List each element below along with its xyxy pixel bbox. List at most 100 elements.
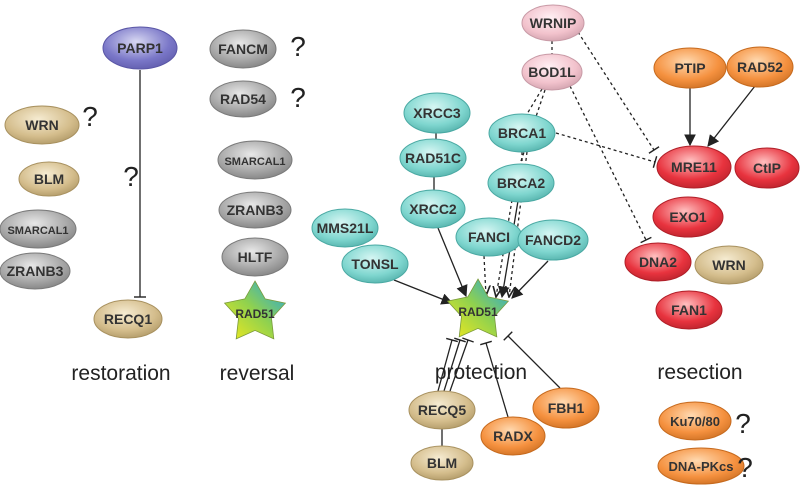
- node-xrcc2[interactable]: XRCC2: [400, 189, 466, 229]
- node-brca1[interactable]: BRCA1: [488, 113, 556, 153]
- node-radx[interactable]: RADX: [480, 416, 546, 456]
- node-shape: [656, 145, 732, 189]
- edge-recq5-rad51-c-inhibit-bar: [462, 337, 474, 343]
- star-rad51-reversal[interactable]: RAD51: [223, 280, 287, 340]
- node-label: RADX: [493, 428, 533, 444]
- node-shape: [653, 47, 727, 89]
- section-label-resection: resection: [657, 361, 742, 384]
- node-exo1[interactable]: EXO1: [652, 196, 724, 238]
- interaction-edges: [134, 31, 756, 446]
- node-mre11[interactable]: MRE11: [656, 145, 732, 189]
- node-smarcal1-l[interactable]: SMARCAL1: [0, 209, 77, 249]
- node-label: RECQ1: [104, 311, 152, 327]
- node-label: HLTF: [238, 249, 273, 265]
- node-rad54[interactable]: RAD54: [209, 80, 277, 118]
- node-shape: [4, 105, 80, 145]
- node-ku7080[interactable]: Ku70/80: [658, 401, 732, 441]
- edge-fbh1-rad51-inhibit-bar: [503, 331, 513, 341]
- node-shape: [694, 245, 764, 285]
- node-xrcc3[interactable]: XRCC3: [403, 92, 471, 134]
- node-dnapkcs[interactable]: DNA-PKcs: [657, 447, 745, 485]
- node-shape: [399, 138, 467, 178]
- node-label: WRN: [712, 257, 745, 273]
- node-fancd2[interactable]: FANCD2: [517, 219, 589, 261]
- edge-recq5-rad51-a-inhibit-bar: [446, 337, 458, 343]
- edge-radx-rad51: [485, 342, 509, 418]
- edge-bod1l-dna2: [569, 85, 647, 241]
- node-blm-l[interactable]: BLM: [18, 161, 80, 197]
- node-shape: [218, 191, 292, 229]
- node-shape: [102, 26, 178, 70]
- edge-bod1l-brca2: [519, 89, 546, 165]
- question-mark-q-blm: ?: [123, 161, 139, 192]
- node-bod1l[interactable]: BOD1L: [521, 53, 583, 91]
- node-wrnip[interactable]: WRNIP: [521, 4, 585, 42]
- node-fancm[interactable]: FANCM: [209, 29, 277, 69]
- node-zranb3-r[interactable]: ZRANB3: [218, 191, 292, 229]
- node-label: ZRANB3: [7, 263, 64, 279]
- node-hltf[interactable]: HLTF: [221, 237, 289, 277]
- node-label: FANCI: [468, 229, 510, 245]
- node-recq5[interactable]: RECQ5: [408, 390, 476, 430]
- node-label: XRCC2: [409, 201, 457, 217]
- node-label: XRCC3: [413, 105, 461, 121]
- question-mark-q-ku: ?: [735, 408, 751, 439]
- star-rad51-protection[interactable]: RAD51: [446, 278, 510, 338]
- node-dna2[interactable]: DNA2: [624, 242, 692, 282]
- node-recq1[interactable]: RECQ1: [93, 299, 163, 339]
- node-label: WRNIP: [530, 15, 577, 31]
- node-label: SMARCAL1: [224, 156, 285, 168]
- node-shape: [480, 416, 546, 456]
- node-shape: [657, 447, 745, 485]
- node-fbh1[interactable]: FBH1: [532, 387, 600, 429]
- node-label: RECQ5: [418, 402, 466, 418]
- node-label: RAD51C: [405, 150, 461, 166]
- edge-recq5-rad51-c: [449, 339, 469, 392]
- node-shape: [521, 53, 583, 91]
- node-shape: [341, 244, 409, 284]
- node-label: Ku70/80: [670, 414, 720, 429]
- node-blm-b[interactable]: BLM: [410, 445, 474, 481]
- node-label: MRE11: [671, 159, 717, 175]
- section-label-protection: protection: [435, 361, 527, 384]
- node-label: RAD52: [737, 59, 783, 75]
- node-wrn-r[interactable]: WRN: [694, 245, 764, 285]
- node-tonsl[interactable]: TONSL: [341, 244, 409, 284]
- node-label: ZRANB3: [227, 202, 284, 218]
- node-parp1[interactable]: PARP1: [102, 26, 178, 70]
- node-rad52[interactable]: RAD52: [726, 46, 794, 88]
- node-brca2[interactable]: BRCA2: [487, 163, 555, 203]
- edge-fbh1-rad51: [507, 335, 561, 389]
- node-mms21l[interactable]: MMS21L: [311, 208, 379, 248]
- node-fan1[interactable]: FAN1: [655, 290, 723, 330]
- node-zranb3-l[interactable]: ZRANB3: [0, 252, 71, 290]
- node-label: PTIP: [674, 60, 705, 76]
- node-label: BRCA2: [497, 175, 545, 191]
- edge-bod1l-dna2-inhibit-bar: [640, 236, 652, 244]
- node-shape: [652, 196, 724, 238]
- edge-wrnip-mre11: [577, 31, 655, 151]
- star-shape: [223, 280, 287, 340]
- star-label: RAD51: [235, 307, 275, 321]
- node-shape: [221, 237, 289, 277]
- star-shape: [446, 278, 510, 338]
- node-smarcal1-r[interactable]: SMARCAL1: [217, 140, 293, 180]
- question-mark-q-rad54: ?: [290, 82, 306, 113]
- node-rad51c[interactable]: RAD51C: [399, 138, 467, 178]
- edge-recq5-rad51-a: [437, 339, 453, 392]
- edge-xrcc2-rad51: [437, 227, 468, 298]
- node-fanci[interactable]: FANCI: [455, 217, 523, 257]
- node-label: FANCD2: [525, 232, 581, 248]
- node-label: EXO1: [669, 209, 707, 225]
- node-ctip[interactable]: CtIP: [734, 147, 800, 189]
- node-wrn-l[interactable]: WRN: [4, 105, 80, 145]
- node-label: DNA-PKcs: [668, 459, 733, 474]
- node-label: PARP1: [117, 40, 163, 56]
- section-label-reversal: reversal: [220, 362, 295, 385]
- node-shape: [517, 219, 589, 261]
- node-label: RAD54: [220, 91, 266, 107]
- node-ptip[interactable]: PTIP: [653, 47, 727, 89]
- edge-tonsl-rad51: [393, 279, 454, 305]
